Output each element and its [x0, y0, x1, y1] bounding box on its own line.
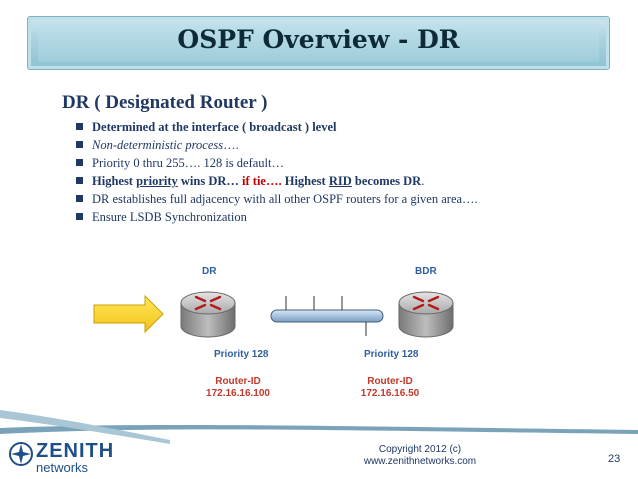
bullet-text-part: if tie…. [242, 174, 282, 188]
zenith-logo-icon [9, 442, 33, 466]
dr-rid-label: Router-ID [215, 376, 261, 387]
bullet-item: Priority 0 thru 255…. 128 is default… [70, 154, 478, 172]
bullet-marker-icon [76, 195, 83, 202]
logo-subtext: networks [36, 460, 89, 475]
bullet-marker-icon [76, 123, 83, 130]
bullet-item: Determined at the interface ( broadcast … [70, 118, 478, 136]
bdr-rid-label: Router-ID [367, 376, 413, 387]
website-text: www.zenithnetworks.com [363, 456, 477, 467]
bullet-text-part: RID [328, 174, 352, 188]
bullet-item: Ensure LSDB Synchronization [70, 208, 478, 226]
bullet-text-suffix: …. [223, 138, 239, 152]
dr-rid-value: 172.16.16.100 [206, 388, 270, 399]
dr-label: DR [202, 266, 217, 277]
bdr-rid-value: 172.16.16.50 [360, 388, 420, 399]
logo-wordmark: ZENITH [36, 440, 115, 462]
section-heading: DR ( Designated Router ) [62, 92, 268, 113]
bullet-marker-icon [76, 141, 83, 148]
title-bar-inner [38, 24, 599, 62]
arrow-icon [93, 294, 164, 334]
bdr-label: BDR [415, 266, 437, 277]
dr-router-id: Router-ID 172.16.16.100 [198, 376, 278, 400]
bullet-marker-icon [76, 159, 83, 166]
bullet-item: Non-deterministic process…. [70, 136, 478, 154]
footer-wave [0, 410, 638, 444]
bullet-text-part: priority [136, 174, 178, 188]
bullet-text: Priority 0 thru 255…. 128 is default… [92, 156, 284, 170]
bullet-marker-icon [76, 213, 83, 220]
bdr-router-id: Router-ID 172.16.16.50 [350, 376, 430, 400]
bdr-priority: Priority 128 [364, 349, 419, 360]
bullet-item: DR establishes full adjacency with all o… [70, 190, 478, 208]
bullet-list: Determined at the interface ( broadcast … [70, 118, 478, 226]
title-bar: OSPF Overview - DR [27, 16, 610, 70]
copyright-notice: Copyright 2012 (c) www.zenithnetworks.co… [355, 444, 485, 468]
bullet-marker-icon [76, 177, 83, 184]
bullet-text-part: wins DR… [177, 174, 243, 188]
bullet-item: Highest priority wins DR… if tie…. Highe… [70, 172, 478, 190]
bullet-text-part: . [421, 174, 425, 188]
slide-title: OSPF Overview - DR [177, 25, 460, 54]
bullet-text: DR establishes full adjacency with all o… [92, 192, 478, 206]
dr-priority: Priority 128 [214, 349, 269, 360]
bullet-text-part: becomes DR [351, 174, 422, 188]
bullet-text: Determined at the interface ( broadcast … [92, 120, 337, 134]
router-icon-dr [180, 291, 236, 338]
bullet-text-part: Highest [92, 174, 137, 188]
network-link [270, 296, 384, 336]
router-icon-bdr [398, 291, 454, 338]
bullet-text-part: Highest [281, 174, 329, 188]
page-number: 23 [608, 453, 621, 465]
copyright-line: Copyright 2012 (c) [378, 444, 462, 455]
bullet-text: Non-deterministic process [92, 138, 224, 152]
bullet-text: Ensure LSDB Synchronization [92, 210, 247, 224]
